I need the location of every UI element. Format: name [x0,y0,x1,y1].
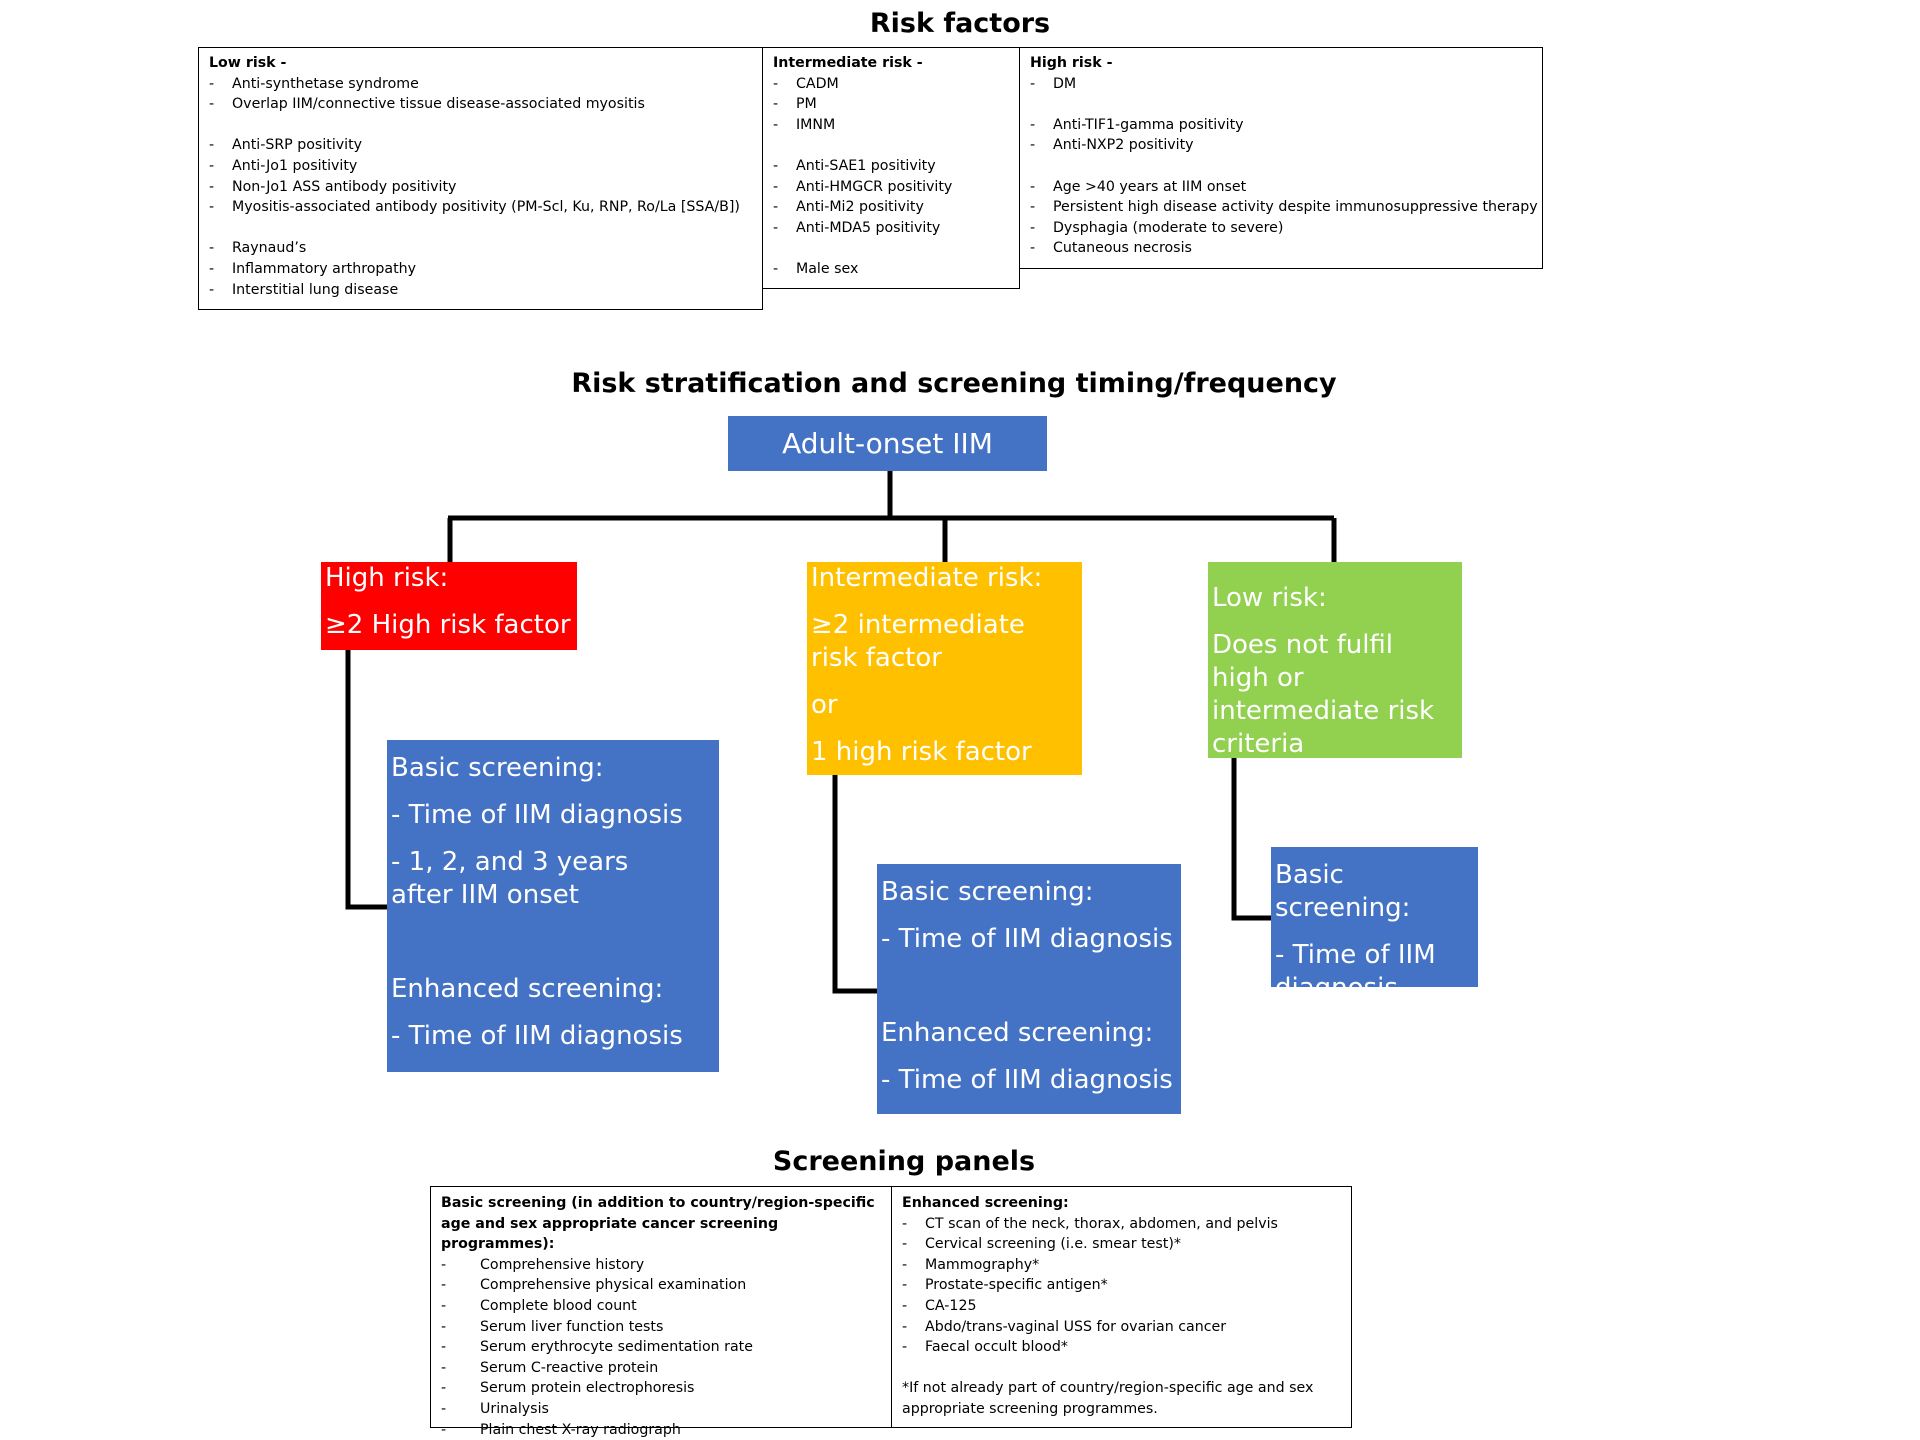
high-risk-factors-list: DM Anti-TIF1-gamma positivityAnti-NXP2 po… [1030,74,1538,259]
screening-panels-table: Basic screening (in addition to country/… [430,1186,1352,1440]
list-item: Prostate-specific antigen* [902,1275,1341,1296]
list-item: Anti-Mi2 positivity [773,197,1009,218]
high-basic-screening-item-1: - Time of IIM diagnosis [391,800,683,830]
high-risk-label: High risk: [325,563,449,593]
list-item: Anti-NXP2 positivity [1030,135,1532,156]
list-item: Overlap IIM/connective tissue disease-as… [209,94,752,115]
list-item: Faecal occult blood* [902,1337,1341,1358]
intermediate-enhanced-screening-label: Enhanced screening: [881,1018,1154,1048]
list-item: Persistent high disease activity despite… [1030,197,1538,218]
low-risk-screening-node: Basic screening: - Time of IIM diagnosis [1271,847,1478,1003]
list-item: Comprehensive physical examination [441,1275,881,1296]
list-item: Inflammatory arthropathy [209,259,752,280]
low-risk-criteria: Does not fulfil high or intermediate ris… [1212,630,1435,759]
list-item: Anti-HMGCR positivity [773,177,1009,198]
list-item: Complete blood count [441,1296,881,1317]
high-enhanced-screening-item-1: - Time of IIM diagnosis [391,1021,683,1051]
risk-factors-title: Risk factors [869,8,1051,39]
list-item: Male sex [773,259,1009,280]
intermediate-basic-screening-label: Basic screening: [881,877,1094,907]
enhanced-screening-panel-list: CT scan of the neck, thorax, abdomen, an… [902,1214,1341,1358]
list-item: Anti-TIF1-gamma positivity [1030,115,1532,136]
basic-screening-panel: Basic screening (in addition to country/… [431,1187,892,1440]
list-item: IMNM [773,115,1009,136]
list-item: Serum C-reactive protein [441,1358,881,1379]
intermediate-risk-criteria-2: 1 high risk factor [811,737,1032,767]
screening-panels-title: Screening panels [772,1146,1036,1177]
list-item: Serum protein electrophoresis [441,1378,881,1399]
low-risk-factors-header: Low risk - [209,55,287,71]
list-item: Dysphagia (moderate to severe) [1030,218,1532,239]
list-item: CA-125 [902,1296,1341,1317]
list-item: Anti-SRP positivity [209,135,752,156]
list-item: Cervical screening (i.e. smear test)* [902,1234,1341,1255]
low-risk-label: Low risk: [1212,583,1327,613]
low-to-screening-connector [1231,758,1271,921]
list-item: Anti-SAE1 positivity [773,156,1009,177]
list-item: Non-Jo1 ASS antibody positivity [209,177,752,198]
intermediate-risk-or: or [811,690,838,720]
enhanced-screening-panel-header: Enhanced screening: [902,1195,1069,1211]
basic-screening-panel-header: Basic screening (in addition to country/… [441,1195,875,1253]
list-item: Interstitial lung disease [209,280,752,301]
high-basic-screening-item-2: - 1, 2, and 3 years after IIM onset [391,847,629,910]
intermediate-risk-criteria-1: ≥2 intermediate risk factor [811,610,1025,673]
stratification-title: Risk stratification and screening timing… [571,368,1337,399]
enhanced-screening-panel: Enhanced screening: CT scan of the neck,… [892,1187,1351,1427]
basic-screening-panel-list: Comprehensive historyComprehensive physi… [441,1255,881,1440]
list-item: Comprehensive history [441,1255,881,1276]
high-enhanced-screening-label: Enhanced screening: [391,974,664,1004]
high-risk-factors-header: High risk - [1030,55,1113,71]
list-item: CT scan of the neck, thorax, abdomen, an… [902,1214,1341,1235]
intermediate-enhanced-screening-item-1: - Time of IIM diagnosis [881,1065,1173,1095]
list-item: Serum erythrocyte sedimentation rate [441,1337,881,1358]
intermediate-to-screening-connector [832,775,877,994]
low-risk-node: Low risk: Does not fulfil high or interm… [1208,562,1462,759]
list-item: CADM [773,74,1009,95]
low-basic-screening-label: Basic screening: [1275,860,1411,923]
list-item: Myositis-associated antibody positivity … [209,197,752,218]
list-item: Urinalysis [441,1399,881,1420]
intermediate-risk-label: Intermediate risk: [811,563,1043,593]
high-to-screening-connector [345,650,387,910]
high-risk-factors-box: High risk - DM Anti-TIF1-gamma positivity… [1019,47,1543,269]
intermediate-risk-node: Intermediate risk: ≥2 intermediate risk … [807,562,1082,775]
list-item: Abdo/trans-vaginal USS for ovarian cance… [902,1317,1341,1338]
intermediate-basic-screening-item-1: - Time of IIM diagnosis [881,924,1173,954]
list-item: PM [773,94,1009,115]
intermediate-risk-screening-node: Basic screening: - Time of IIM diagnosis… [877,864,1181,1114]
low-risk-factors-list: Anti-synthetase syndromeOverlap IIM/conn… [209,74,752,301]
high-basic-screening-label: Basic screening: [391,753,604,783]
adult-onset-iim-node: Adult-onset IIM [728,416,1047,471]
enhanced-screening-footnote: *If not already part of country/region-s… [902,1380,1314,1417]
intermediate-risk-factors-header: Intermediate risk - [773,55,923,71]
low-risk-factors-box: Low risk - Anti-synthetase syndromeOverl… [198,47,763,310]
intermediate-risk-factors-list: CADMPMIMNM Anti-SAE1 positivityAnti-HMGCR… [773,74,1009,280]
low-basic-screening-item-1: - Time of IIM diagnosis [1275,940,1436,1003]
list-item: Anti-Jo1 positivity [209,156,752,177]
intermediate-risk-factors-box: Intermediate risk - CADMPMIMNM Anti-SAE1 … [762,47,1020,289]
list-item: Age >40 years at IIM onset [1030,177,1532,198]
list-item: Anti-synthetase syndrome [209,74,752,95]
list-item: DM [1030,74,1532,95]
list-item: Raynaud’s [209,238,752,259]
list-item: Cutaneous necrosis [1030,238,1532,259]
high-risk-screening-node: Basic screening: - Time of IIM diagnosis… [387,740,719,1072]
high-risk-node: High risk: ≥2 High risk factor [321,562,577,650]
list-item: Plain chest X-ray radiograph [441,1420,881,1440]
list-item: Serum liver function tests [441,1317,881,1338]
list-item: Anti-MDA5 positivity [773,218,1009,239]
high-risk-criteria: ≥2 High risk factor [325,610,571,640]
list-item: Mammography* [902,1255,1341,1276]
